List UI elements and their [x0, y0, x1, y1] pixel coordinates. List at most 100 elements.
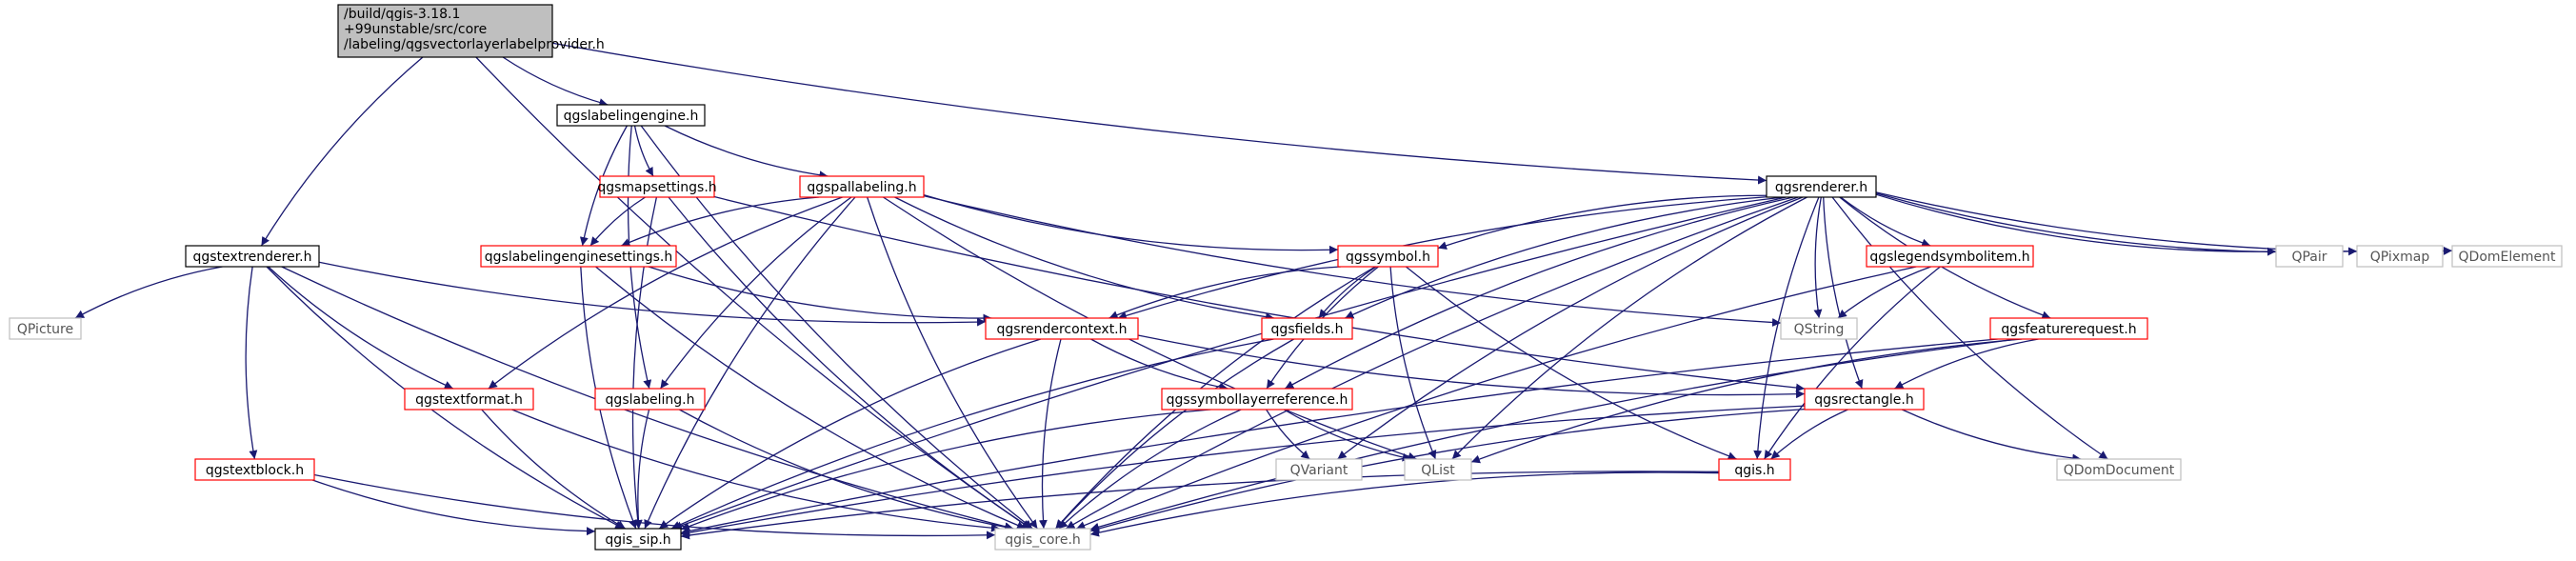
edge-symbollayerreference-to-qvariant [1266, 409, 1310, 460]
edge-symbol-to-qlist [1389, 266, 1437, 460]
node-box-textblock [194, 458, 315, 481]
node-symbollayerreference[interactable]: qgssymbollayerreference.h [1161, 388, 1353, 411]
node-rectangle[interactable]: qgsrectangle.h [1804, 388, 1925, 411]
edge-pallabeling-to-fields [894, 196, 1275, 322]
node-box-legendsymbolitem [1866, 245, 2034, 268]
edge-pallabeling-to-textformat [488, 196, 843, 390]
edge-renderer-to-qpair [1875, 193, 2277, 256]
node-qgis[interactable]: qgis.h [1718, 458, 1791, 481]
edge-mapsettings-to-qgissip [631, 196, 658, 530]
node-box-labelingenginesettings [480, 245, 677, 268]
node-label-qdomdocument-0: QDomDocument [2064, 463, 2175, 478]
node-qstring: QString [1780, 317, 1858, 340]
node-label-labelingenginesettings-0: qgslabelingenginesettings.h [485, 250, 672, 265]
edge-mapsettings-to-qgiscore [668, 196, 1032, 530]
node-box-featurerequest [1989, 317, 2148, 340]
node-label-qlist-0: QList [1421, 463, 1455, 478]
node-textblock[interactable]: qgstextblock.h [194, 458, 315, 481]
node-symbol[interactable]: qgssymbol.h [1337, 245, 1439, 268]
edge-legendsymbolitem-to-qgiscore [1076, 266, 1917, 530]
node-label-labeling-0: qgslabeling.h [606, 392, 695, 408]
edge-rectangle-to-qgissip [680, 405, 1806, 537]
node-label-root-0: /build/qgis-3.18.1 [344, 7, 460, 22]
node-qgissip[interactable]: qgis_sip.h [594, 528, 682, 551]
node-label-featurerequest-0: qgsfeaturerequest.h [2001, 322, 2136, 337]
edge-fields-to-qgissip [670, 338, 1274, 530]
edge-renderer-to-legendsymbolitem [1840, 196, 1931, 248]
node-label-pallabeling-0: qgspallabeling.h [807, 180, 916, 195]
edge-renderer-to-qstring [1813, 196, 1823, 319]
node-rendercontext[interactable]: qgsrendercontext.h [985, 317, 1139, 340]
node-qgiscore: qgis_core.h [994, 528, 1091, 551]
node-label-symbollayerreference-0: qgssymbollayerreference.h [1167, 392, 1348, 408]
node-box-pallabeling [799, 175, 925, 198]
edge-labelingenginesettings-to-rendercontext [648, 266, 992, 323]
edge-pallabeling-to-qgissip [644, 196, 856, 530]
nodes-layer: /build/qgis-3.18.1+99unstable/src/core/l… [9, 4, 2563, 551]
node-legendsymbolitem[interactable]: qgslegendsymbolitem.h [1866, 245, 2034, 268]
node-box-qvariant [1275, 458, 1363, 481]
node-labeling[interactable]: qgslabeling.h [594, 388, 706, 411]
edge-textrenderer-to-textblock [245, 266, 258, 460]
edge-renderer-to-qdomelement [1875, 191, 2453, 255]
node-labelingenginesettings[interactable]: qgslabelingenginesettings.h [480, 245, 677, 268]
edge-pallabeling-to-qstring [923, 195, 1782, 328]
edge-labeling-to-qgiscore [679, 409, 1014, 531]
node-label-qpixmap-0: QPixmap [2370, 250, 2430, 265]
edge-labelingengine-to-pallabeling [664, 125, 829, 180]
edge-renderer-to-symbollayerreference [1284, 196, 1794, 390]
node-box-qdomdocument [2056, 458, 2182, 481]
node-renderer[interactable]: qgsrenderer.h [1766, 175, 1877, 198]
node-label-textformat-0: qgstextformat.h [415, 392, 523, 408]
node-featurerequest[interactable]: qgsfeaturerequest.h [1989, 317, 2148, 340]
edge-renderer-to-qdomdocument [1831, 196, 2108, 460]
edge-root-to-renderer [551, 42, 1767, 185]
node-mapsettings[interactable]: qgsmapsettings.h [597, 175, 717, 198]
edge-rectangle-to-qgiscore [1089, 409, 1806, 533]
node-box-qpixmap [2356, 245, 2444, 268]
edge-textblock-to-qgiscore [313, 473, 996, 540]
edge-renderer-to-qpixmap [1875, 192, 2358, 256]
node-box-symbollayerreference [1161, 388, 1353, 411]
node-qdomelement: QDomElement [2451, 245, 2563, 268]
edge-textrenderer-to-rendercontext [318, 261, 987, 327]
node-root[interactable]: /build/qgis-3.18.1+99unstable/src/core/l… [337, 4, 605, 58]
edge-textrenderer-to-qgiscore [281, 266, 1014, 531]
edge-legendsymbolitem-to-qgis [1764, 266, 1941, 460]
edge-renderer-to-qgis [1753, 196, 1820, 460]
edge-root-to-labelingengine [502, 56, 609, 107]
node-label-labelingengine-0: qgslabelingengine.h [564, 109, 699, 124]
node-label-textblock-0: qgstextblock.h [206, 463, 304, 478]
node-fields[interactable]: qgsfields.h [1261, 317, 1353, 340]
edge-renderer-to-qlist [1451, 196, 1807, 460]
edge-renderer-to-rendercontext [1117, 196, 1767, 320]
node-box-qpair [2275, 245, 2344, 268]
edge-renderer-to-symbol [1437, 194, 1767, 250]
node-pallabeling[interactable]: qgspallabeling.h [799, 175, 925, 198]
node-box-labelingengine [556, 104, 706, 127]
edge-symbollayerreference-to-qgiscore [1058, 409, 1242, 530]
node-label-legendsymbolitem-0: qgslegendsymbolitem.h [1869, 250, 2029, 265]
edge-pallabeling-to-qgiscore [867, 196, 1038, 530]
edge-symbol-to-rendercontext [1108, 266, 1341, 319]
node-box-textformat [404, 388, 534, 411]
edge-mapsettings-to-rectangle [713, 195, 1806, 392]
node-label-qstring-0: QString [1794, 322, 1845, 337]
node-box-mapsettings [599, 175, 715, 198]
node-label-renderer-0: qgsrenderer.h [1775, 180, 1867, 195]
node-box-picture [9, 317, 82, 340]
node-textformat[interactable]: qgstextformat.h [404, 388, 534, 411]
node-labelingengine[interactable]: qgslabelingengine.h [556, 104, 706, 127]
edge-pallabeling-to-labeling [659, 196, 852, 390]
edge-textrenderer-to-qgissip [266, 266, 625, 530]
node-textrenderer[interactable]: qgstextrenderer.h [185, 245, 320, 268]
edge-symbol-to-fields [1318, 266, 1377, 319]
edge-root-to-textrenderer [260, 56, 424, 247]
edge-symbol-to-qgis [1405, 266, 1737, 460]
edge-rendercontext-to-rectangle [1137, 334, 1806, 399]
edge-rectangle-to-qgis [1770, 409, 1848, 460]
edge-textformat-to-qgissip [481, 409, 627, 530]
node-box-qlist [1404, 458, 1472, 481]
node-box-rectangle [1804, 388, 1925, 411]
